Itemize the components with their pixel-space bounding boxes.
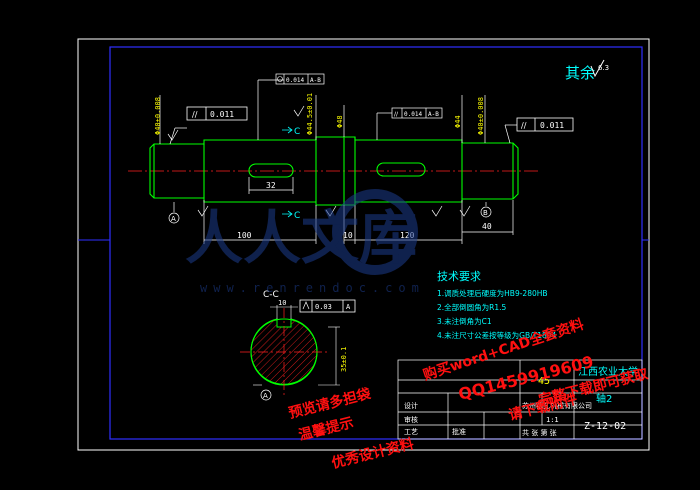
tech-item-1: 1.调质处理后硬度为HB9-280HB <box>437 288 548 298</box>
dim-phi44-a: Φ44.5±0.01 <box>306 93 314 135</box>
section-key-width: 10 <box>278 299 286 307</box>
promo-1: 预览请多担袋 <box>287 385 374 422</box>
svg-text:0.014: 0.014 <box>404 111 422 118</box>
svg-text:∕∕: ∕∕ <box>521 121 527 130</box>
svg-text:www.renrendoc.com: www.renrendoc.com <box>200 281 425 295</box>
svg-text:0.011: 0.011 <box>540 121 564 130</box>
svg-text:A: A <box>263 392 268 400</box>
dim-phi48: Φ48 <box>336 115 344 128</box>
dim-phi44-b: Φ44 <box>454 115 462 128</box>
datum-a-section: A <box>253 384 272 401</box>
svg-text:0.011: 0.011 <box>210 110 234 119</box>
svg-text:A: A <box>346 303 351 311</box>
dim-40: 40 <box>482 222 492 231</box>
dim-phi40-left: Φ40±0.008 <box>154 97 162 135</box>
tb-approve: 批准 <box>452 427 466 436</box>
fcf-left: ∕∕ 0.011 <box>186 106 248 121</box>
promo-3: 优秀设计资料 <box>330 435 416 472</box>
dim-100: 100 <box>237 231 252 240</box>
tech-item-3: 3.未注倒角为C1 <box>437 316 492 326</box>
section-cc-view <box>240 305 340 396</box>
tb-sheet-info: 共 张 第 张 <box>522 428 557 437</box>
fcf-top: 0.014 A-B <box>275 73 325 85</box>
tb-company: 苏州钻孔机械有限公司 <box>522 401 592 410</box>
section-mark-c-bottom: C <box>294 211 300 221</box>
svg-text:A-B: A-B <box>310 77 321 84</box>
dim-10: 10 <box>343 231 353 240</box>
section-cc-label: C-C <box>263 290 279 300</box>
tb-scale: 1:1 <box>546 416 559 424</box>
roughness-marks <box>167 105 471 217</box>
section-arrow-top-icon <box>282 126 293 134</box>
tb-school: 江西农业大学 <box>578 365 638 378</box>
svg-text:∕∕: ∕∕ <box>394 111 399 118</box>
svg-text:A: A <box>171 215 176 223</box>
tech-title: 技术要求 <box>437 270 481 283</box>
tb-designer: 设计 <box>404 401 418 410</box>
section-mark-c-top: C <box>294 127 300 137</box>
fcf-right: ∕∕ 0.011 <box>516 117 574 132</box>
svg-text:B: B <box>483 209 488 217</box>
dim-phi40-right: Φ40±0.008 <box>477 97 485 135</box>
fcf-section: 0.03 A <box>299 299 356 313</box>
roughness-other-value: 6.3 <box>598 64 609 72</box>
tech-item-4: 4.未注尺寸公差按等级为GB/T1804 <box>437 330 557 340</box>
fcf-mid: ∕∕ 0.014 A-B <box>391 107 443 119</box>
svg-text:0.03: 0.03 <box>315 303 332 311</box>
svg-text:A-B: A-B <box>428 111 439 118</box>
inner-frame <box>109 46 643 440</box>
title-block <box>397 359 643 440</box>
tb-process: 工艺 <box>404 428 418 436</box>
tech-item-2: 2.全部倒圆角为R1.5 <box>437 302 507 312</box>
roughness-symbol-icon <box>590 59 605 78</box>
datum-b-symbol: B <box>480 202 492 218</box>
dim-120: 120 <box>400 231 415 240</box>
dim-32: 32 <box>266 181 276 190</box>
svg-text:∕∕: ∕∕ <box>192 110 198 119</box>
tb-part: 轴2 <box>596 392 612 405</box>
section-arrow-bottom-icon <box>282 210 293 218</box>
tb-check: 审核 <box>404 415 418 424</box>
renrendoc-watermark: 人人文库 www.renrendoc.com <box>185 189 425 295</box>
svg-text:0.014: 0.014 <box>286 77 304 84</box>
tb-drawing-no: Z-12-02 <box>584 421 626 432</box>
section-key-depth: 35±0.1 <box>340 347 348 372</box>
roughness-other-label: 其余 <box>565 64 595 82</box>
datum-a-symbol: A <box>168 202 180 224</box>
svg-text:人人文库: 人人文库 <box>185 204 417 272</box>
outer-frame <box>77 38 650 451</box>
tb-material: 45 <box>538 376 550 387</box>
